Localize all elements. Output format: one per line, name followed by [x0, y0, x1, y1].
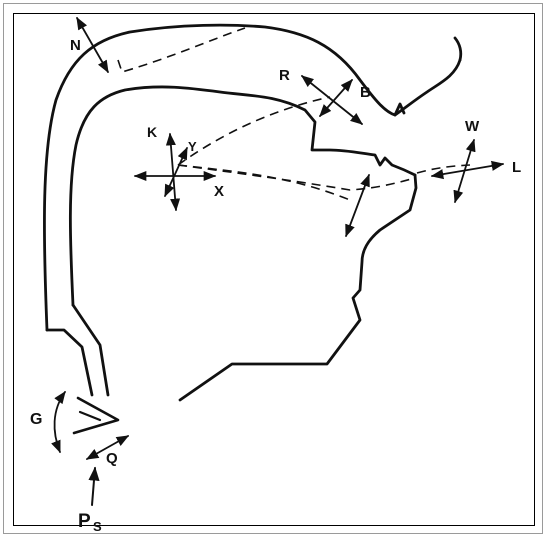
b-arrow — [320, 80, 352, 116]
ps-arrow — [92, 468, 95, 505]
label-y: Y — [188, 139, 197, 154]
lower-teeth-lip-contour — [180, 175, 416, 400]
label-g: G — [30, 411, 42, 428]
label-b: B — [360, 84, 371, 101]
label-q: Q — [106, 450, 118, 467]
dashed-line-nasal — [118, 28, 245, 72]
y-arrow — [165, 148, 187, 196]
label-s-subscript: S — [93, 519, 102, 534]
label-l: L — [512, 159, 521, 176]
label-n: N — [70, 37, 81, 54]
dashed-line-tongue-tip — [178, 165, 350, 200]
label-p: P — [78, 511, 91, 532]
dashed-line-tongue-body — [178, 97, 330, 165]
g-curved-arrow — [55, 392, 65, 452]
tongue-tip-arrow — [346, 175, 369, 236]
vocal-folds — [74, 398, 118, 433]
pharynx-back-wall — [47, 330, 92, 395]
nasal-cavity-contour — [455, 38, 461, 60]
vocal-folds-inner — [80, 412, 100, 420]
n-arrow — [77, 18, 108, 72]
label-x: X — [214, 183, 224, 200]
label-k: K — [147, 124, 157, 140]
tongue-contour — [70, 87, 415, 305]
label-r: R — [279, 67, 290, 84]
label-w: W — [465, 118, 480, 135]
